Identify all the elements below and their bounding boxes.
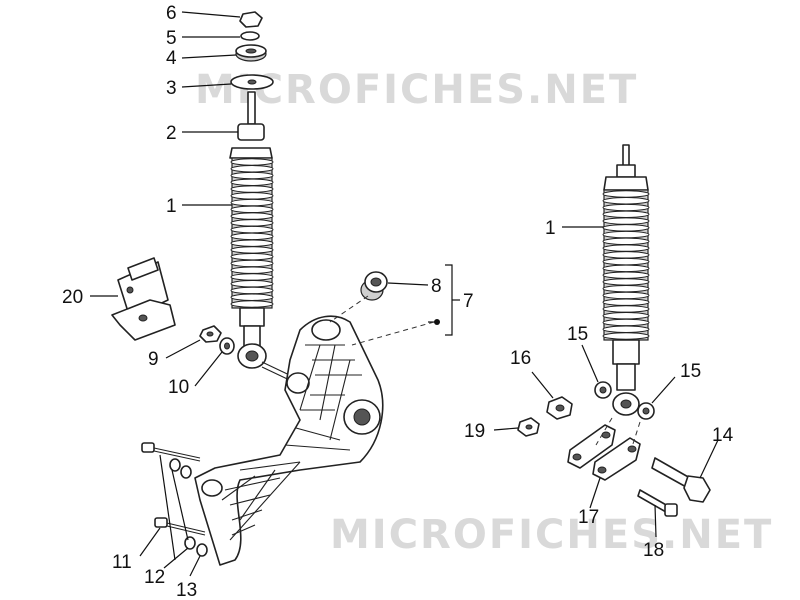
spring-coil <box>602 305 650 313</box>
spring-coil <box>230 266 274 274</box>
spring-coil <box>230 212 274 220</box>
callout-18: 18 <box>643 540 664 561</box>
callout-5: 5 <box>166 28 177 49</box>
washer-part-13 <box>180 465 208 557</box>
spring-coil <box>230 280 274 288</box>
spring-coil <box>602 318 650 327</box>
spring-coil <box>230 293 274 301</box>
callout-13: 13 <box>176 580 197 600</box>
callout-1-left: 1 <box>166 196 177 217</box>
spring-coil <box>230 300 274 308</box>
bolt-part-14 <box>651 457 711 503</box>
callout-12: 12 <box>144 567 165 588</box>
right-shock-absorber <box>602 144 650 416</box>
callout-4: 4 <box>166 48 177 69</box>
left-shock-absorber <box>229 11 274 369</box>
washer-part-12 <box>169 458 196 550</box>
callout-3: 3 <box>166 78 177 99</box>
spring-coil <box>230 171 274 180</box>
callout-15-left: 15 <box>567 324 588 345</box>
washer-part-5 <box>240 31 260 41</box>
callout-11: 11 <box>112 552 132 573</box>
top-cap-part-2 <box>237 123 265 141</box>
callout-10: 10 <box>168 377 189 398</box>
washer-part-10 <box>219 337 235 355</box>
spring-coil <box>602 325 650 333</box>
spring-coil <box>230 239 274 247</box>
spring-coil <box>602 197 650 205</box>
spring-coil <box>602 291 650 300</box>
spring-coil <box>230 205 274 214</box>
spring-coil <box>230 286 274 295</box>
spring-coil <box>230 198 274 207</box>
callout-19: 19 <box>464 421 485 442</box>
nut-part-6 <box>239 11 263 28</box>
spring-coil <box>230 158 274 166</box>
alignment-guides <box>329 295 641 448</box>
callout-15-right: 15 <box>680 361 701 382</box>
plate-part-17 <box>567 424 641 481</box>
nut-part-16 <box>546 396 573 420</box>
callout-16: 16 <box>510 348 531 369</box>
spring-coil <box>602 203 650 212</box>
swingarm-bracket <box>194 315 384 566</box>
spring-coil <box>602 224 650 232</box>
spring-coil <box>602 251 650 259</box>
bolt-part-18 <box>637 489 678 517</box>
callout-14: 14 <box>712 425 734 446</box>
spring-coil <box>602 271 650 279</box>
spring-coil <box>602 264 650 273</box>
bushing-part-8 <box>360 271 388 301</box>
callout-8: 8 <box>431 276 442 297</box>
spring-coil <box>602 332 650 340</box>
spring-coil <box>602 298 650 306</box>
spring-coil <box>230 232 274 241</box>
spring-coil <box>602 312 650 320</box>
spring-coil <box>602 230 650 239</box>
spring-coil <box>602 257 650 266</box>
callout-2: 2 <box>166 123 177 144</box>
leader-lines <box>90 11 719 577</box>
washer-part-9 <box>199 325 222 343</box>
callout-17: 17 <box>578 507 599 528</box>
spring-coil <box>230 165 274 173</box>
callout-1-right: 1 <box>545 218 556 239</box>
bolt-part-11 <box>141 442 206 536</box>
spring-coil <box>602 244 650 252</box>
spring-coil <box>602 190 650 198</box>
callout-6: 6 <box>166 3 177 24</box>
spring-coil <box>602 217 650 225</box>
callout-20: 20 <box>62 287 83 308</box>
spring-coil <box>230 219 274 227</box>
watermark-top: MICROFICHES.NET <box>195 67 638 113</box>
spring-coil <box>230 178 274 186</box>
spring-coil <box>230 192 274 200</box>
spring-coil <box>230 185 274 193</box>
spring-coil <box>230 252 274 261</box>
bracket-part-20 <box>111 257 176 341</box>
nut-part-19 <box>517 417 540 437</box>
callout-labels: 6 5 4 3 2 1 20 9 10 8 7 1 15 15 16 19 14… <box>62 3 734 600</box>
spring-coil <box>230 225 274 234</box>
spring-coil <box>602 278 650 286</box>
callout-7: 7 <box>463 291 474 312</box>
spring-coil <box>230 273 274 281</box>
spring-coil <box>230 246 274 254</box>
spring-coil <box>602 237 650 246</box>
spring-coil <box>602 284 650 293</box>
watermark-bottom: MICROFICHES.NET <box>330 512 773 558</box>
spring-coil <box>230 259 274 268</box>
callout-9: 9 <box>148 349 159 370</box>
washer-part-15 <box>594 381 655 420</box>
spring-coil <box>602 210 650 218</box>
